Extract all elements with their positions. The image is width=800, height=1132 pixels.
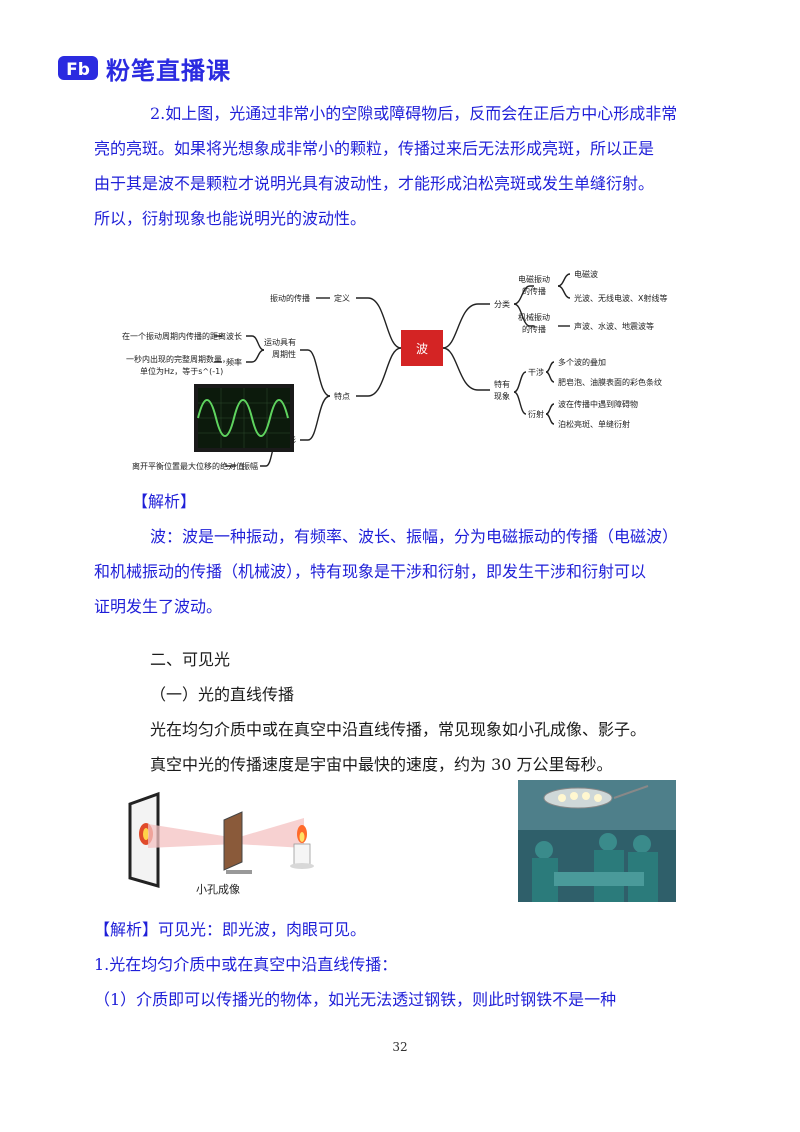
analysis-label: 【解析】 — [94, 920, 159, 939]
mindmap-definition-desc: 振动的传播 — [270, 293, 310, 303]
text-line: 亮的亮斑。如果将光想象成非常小的颗粒，传播过来后无法形成亮斑，所以正是 — [94, 139, 655, 158]
mindmap-periodic-2: 周期性 — [272, 349, 296, 359]
pinhole-imaging-figure: 小孔成像 — [128, 791, 314, 896]
text-line: 所以，衍射现象也能说明光的波动性。 — [94, 209, 367, 228]
mindmap-amplitude-desc: 离开平衡位置最大位移的绝对值 — [132, 461, 244, 471]
mindmap-center-node — [401, 330, 443, 366]
mindmap-definition: 定义 — [334, 293, 350, 303]
mindmap-special-2: 现象 — [494, 391, 510, 401]
mindmap-features: 特点 — [334, 391, 350, 401]
svg-text:Fb: Fb — [66, 60, 90, 80]
oscilloscope-wave-image — [194, 384, 294, 452]
mindmap-em-examples: 光波、无线电波、X射线等 — [574, 293, 667, 303]
surgery-photo — [518, 780, 676, 902]
page-number: 32 — [392, 1040, 408, 1054]
mindmap-interference-1: 多个波的叠加 — [558, 357, 606, 367]
mindmap-mech-examples: 声波、水波、地震波等 — [574, 321, 654, 331]
mindmap-diffraction: 衍射 — [528, 409, 544, 419]
mindmap-em-2: 的传播 — [522, 286, 546, 296]
mindmap-special-1: 特有 — [494, 379, 510, 389]
mindmap-wavelength-desc: 在一个振动周期内传播的距离 — [122, 331, 226, 341]
mindmap-frequency-desc-2: 单位为Hz，等于s^(-1) — [140, 366, 223, 376]
wave-mind-map: 波 定义 振动的传播 特点 运动具有 周期性 波长 在一个振动周期内传播的距离 … — [122, 269, 667, 471]
text-line: 由于其是波不是颗粒才说明光具有波动性，才能形成泊松亮斑或发生单缝衍射。 — [94, 174, 655, 193]
analysis-wave: 【解析】 波：波是一种振动，有频率、波长、振幅，分为电磁振动的传播（电磁波） 和… — [94, 484, 682, 624]
analysis-label: 【解析】 — [132, 492, 197, 511]
mindmap-center-label: 波 — [416, 342, 428, 356]
brand-name: 粉笔直播课 — [106, 56, 231, 85]
text-line: 和机械振动的传播（机械波），特有现象是干涉和衍射，即发生干涉和衍射可以 — [94, 562, 647, 581]
subsection-title: （一）光的直线传播 — [150, 685, 295, 704]
mindmap-periodic: 运动具有 — [264, 337, 296, 347]
mindmap-wavelength: 波长 — [226, 331, 242, 341]
analysis-text: 可见光：即光波，肉眼可见。 — [158, 920, 367, 939]
section-visible-light: 二、可见光 （一）光的直线传播 光在均匀介质中或在真空中沿直线传播，常见现象如小… — [122, 642, 682, 782]
section-title: 二、可见光 — [150, 650, 231, 669]
mindmap-classify: 分类 — [494, 299, 510, 309]
mindmap-frequency: 频率 — [226, 357, 242, 367]
mindmap-em-1: 电磁振动 — [518, 274, 550, 284]
text-line: 光在均匀介质中或在真空中沿直线传播，常见现象如小孔成像、影子。 — [150, 720, 647, 739]
mindmap-diffraction-2: 泊松亮斑、单缝衍射 — [558, 419, 630, 429]
numbered-point-1: 1.光在均匀介质中或在真空中沿直线传播： — [94, 955, 398, 974]
mindmap-mech-1: 机械振动 — [518, 312, 550, 322]
text-line: 证明发生了波动。 — [94, 597, 223, 616]
numbered-point-1-1: （1）介质即可以传播光的物体，如光无法透过钢铁，则此时钢铁不是一种 — [94, 990, 617, 1009]
brand-logo-icon: Fb — [58, 56, 98, 80]
figure-caption: 小孔成像 — [196, 883, 240, 896]
mindmap-em-wave: 电磁波 — [574, 269, 598, 279]
mindmap-interference-2: 肥皂泡、油膜表面的彩色条纹 — [558, 377, 662, 387]
paragraph-diffraction: 2.如上图，光通过非常小的空隙或障碍物后，反而会在正后方中心形成非常 亮的亮斑。… — [94, 96, 682, 236]
text-line: 真空中光的传播速度是宇宙中最快的速度，约为 30 万公里每秒。 — [150, 755, 613, 774]
mindmap-diffraction-1: 波在传播中遇到障碍物 — [558, 399, 638, 409]
analysis-2-line: 【解析】可见光：即光波，肉眼可见。 — [94, 912, 682, 947]
text-line: 2.如上图，光通过非常小的空隙或障碍物后，反而会在正后方中心形成非常 — [150, 104, 678, 123]
mindmap-interference: 干涉 — [528, 367, 544, 377]
analysis-visible-light: 【解析】可见光：即光波，肉眼可见。 1.光在均匀介质中或在真空中沿直线传播： （… — [94, 912, 682, 1017]
mindmap-amplitude: 振幅 — [242, 461, 258, 471]
mindmap-mech-2: 的传播 — [522, 324, 546, 334]
mindmap-frequency-desc-1: 一秒内出现的完整周期数量， — [126, 354, 230, 364]
text-line: 波：波是一种振动，有频率、波长、振幅，分为电磁振动的传播（电磁波） — [150, 527, 679, 546]
header: Fb 粉笔直播课 — [58, 52, 231, 85]
